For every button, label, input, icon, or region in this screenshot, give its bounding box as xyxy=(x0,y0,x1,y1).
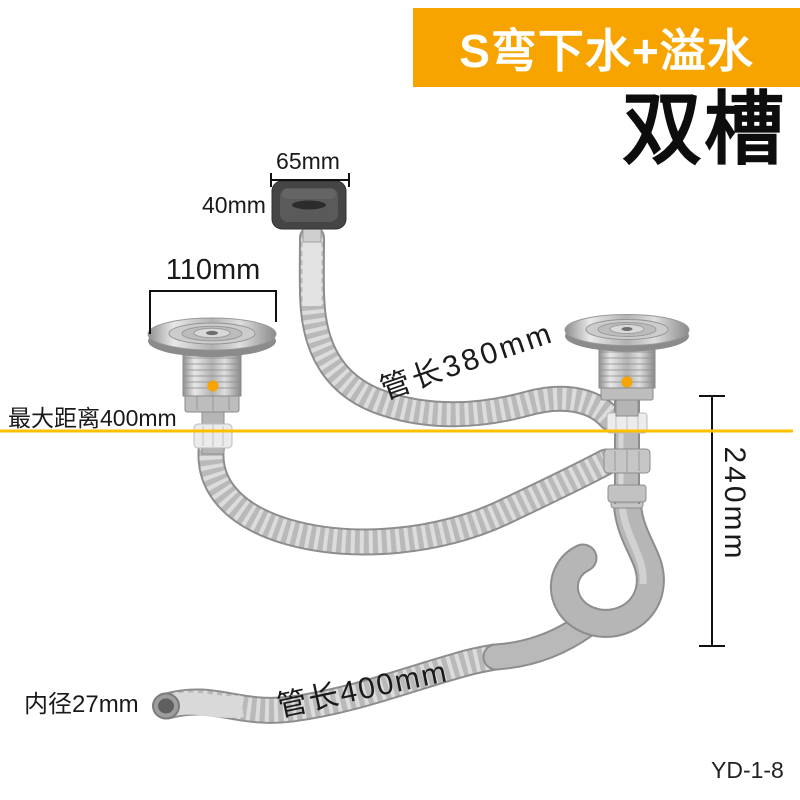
model-code-label: YD-1-8 xyxy=(711,757,784,783)
dim-line-110mm xyxy=(149,290,277,334)
dim-overflow-height-label: 40mm xyxy=(202,192,266,218)
dim-line-65mm xyxy=(270,173,350,187)
overflow-fitting xyxy=(271,180,347,243)
s-trap xyxy=(482,481,665,671)
product-subtitle: 双槽 xyxy=(622,85,786,174)
measurement-lines xyxy=(149,173,725,647)
dim-line-240mm xyxy=(699,395,725,647)
marker-dot-right xyxy=(621,376,633,388)
marker-dot-left xyxy=(207,380,219,392)
promo-banner-label: S弯下水+溢水 xyxy=(459,24,754,77)
dim-max-distance-label: 最大距离400mm xyxy=(8,405,177,431)
dim-drop-height-label: 240mm xyxy=(718,446,751,562)
dim-flange-width-label: 110mm xyxy=(165,254,261,286)
promo-banner: S弯下水+溢水 xyxy=(413,8,800,87)
dim-inner-diameter-label: 内径27mm xyxy=(24,691,139,718)
dim-overflow-width-label: 65mm xyxy=(276,148,340,174)
right-sink-strainer xyxy=(564,314,690,417)
left-drain-hose xyxy=(197,424,620,556)
overflow-hose xyxy=(298,225,623,431)
outlet-hose xyxy=(152,643,509,724)
left-sink-strainer xyxy=(147,317,277,455)
